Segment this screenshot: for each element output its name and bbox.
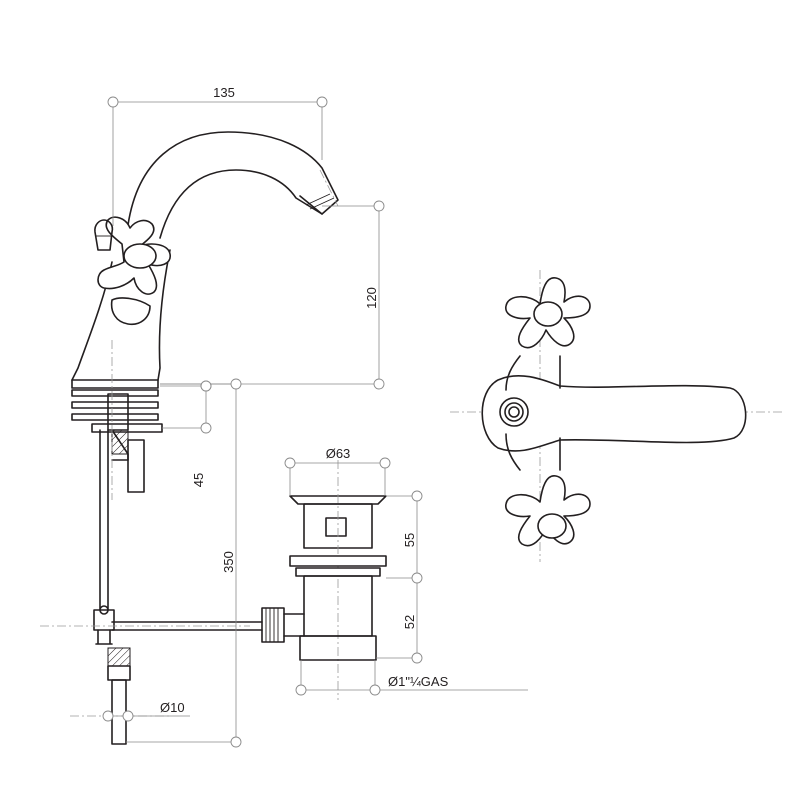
label-spout-reach: 135 (213, 85, 235, 100)
label-spout-height: 120 (364, 287, 379, 309)
spout-outlet (499, 397, 529, 427)
dimension-lines (102, 96, 528, 748)
top-view-body (481, 374, 747, 452)
label-waste-thread: Ø1"¼GAS (388, 674, 449, 689)
faucet-body (71, 249, 171, 381)
label-shank-length: 45 (191, 473, 206, 487)
top-cross-handle-upper (505, 277, 591, 349)
spout (127, 131, 339, 239)
label-waste-lower: 52 (402, 615, 417, 629)
top-knob (94, 219, 114, 251)
faucet-side-view (40, 131, 339, 745)
top-cross-handle-lower (505, 475, 591, 547)
side-cross-handle (97, 216, 171, 295)
dimension-labels: 135 120 45 350 Ø63 55 52 Ø1"¼GAS Ø10 (160, 85, 449, 715)
label-hose-diameter: Ø10 (160, 700, 185, 715)
label-waste-diameter: Ø63 (326, 446, 351, 461)
label-waste-upper: 55 (402, 533, 417, 547)
waste-assembly (261, 460, 387, 700)
label-overall-height: 350 (221, 551, 236, 573)
faucet-top-view (450, 270, 782, 562)
